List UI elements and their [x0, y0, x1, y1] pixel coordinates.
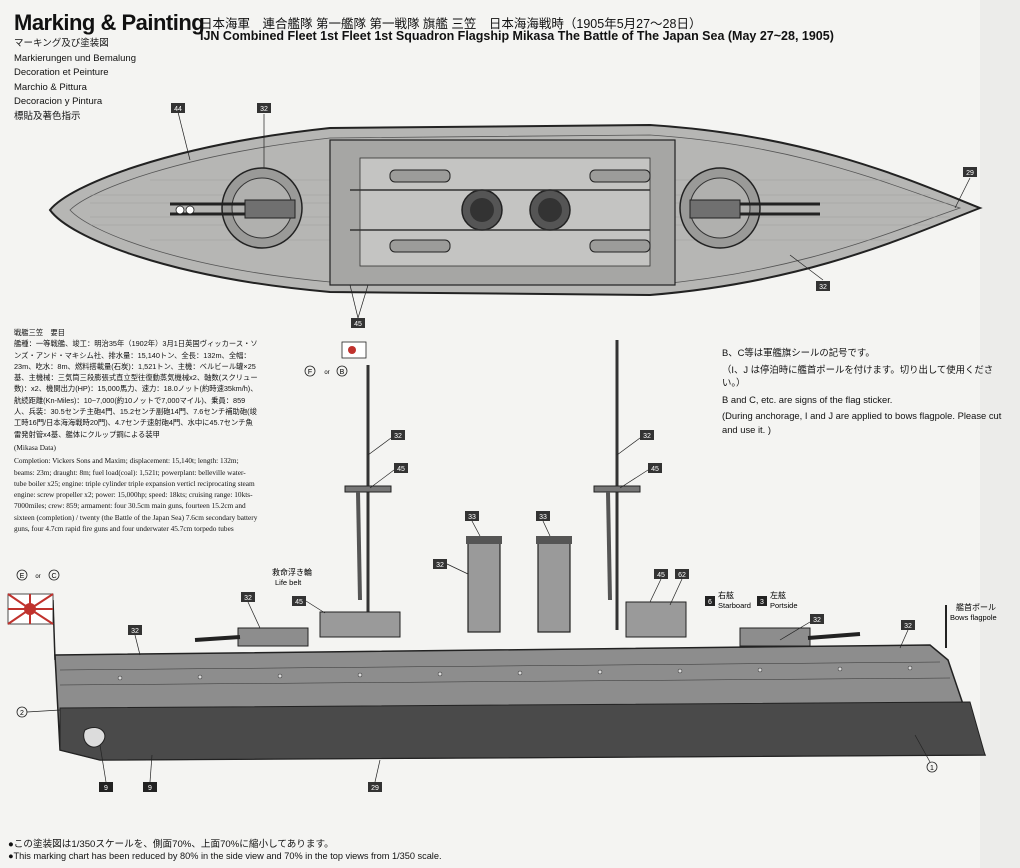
flag-symbol-E-or-C: E or C: [16, 569, 60, 581]
stern-flag: [7, 593, 56, 661]
footer-en: ●This marking chart has been reduced by …: [8, 851, 442, 861]
side-callout-45-mast2: 45: [619, 463, 662, 489]
svg-text:or: or: [35, 574, 40, 580]
header-jp: 日本海軍 連合艦隊 第一艦隊 第一戦隊 旗艦 三笠 日本海海戦時（1905年5月…: [200, 17, 702, 31]
side-callout-45-bridge: 45: [649, 569, 668, 603]
side-callout-29: 29: [368, 759, 382, 792]
page-edge: [980, 0, 1020, 868]
top-callout-32b: 32: [789, 254, 830, 291]
svg-text:32: 32: [819, 284, 827, 291]
ship-data-jp-title: 戦艦三笠 要目: [14, 328, 66, 337]
side-callout-33-funnel2: 33: [536, 511, 551, 537]
flagpole-label-en: Bows flagpole: [950, 613, 997, 622]
subtitle-list: マーキング及び塗装図 Markierungen und Bemalung Dec…: [14, 37, 136, 124]
svg-text:2: 2: [20, 710, 24, 717]
subtitle-it: Marchio & Pittura: [14, 81, 87, 93]
side-callout-62: 62: [669, 569, 689, 606]
note-jp-2: （I、J は停泊時に艦首ポールを付けます。切り出して使用ください。）: [722, 363, 994, 389]
ship-data-jp-body: 艦種：一等戦艦、竣工：明治35年（1902年）3月1日英国ヴィッカース・ソンズ・…: [14, 339, 258, 439]
svg-text:32: 32: [904, 623, 912, 630]
side-callout-1: 1: [914, 734, 938, 773]
svg-text:32: 32: [394, 433, 402, 440]
side-callout-33-funnel1: 33: [465, 511, 481, 537]
svg-text:45: 45: [651, 466, 659, 473]
ship-data-block: 戦艦三笠 要目 艦種：一等戦艦、竣工：明治35年（1902年）3月1日英国ヴィッ…: [14, 327, 258, 534]
svg-text:32: 32: [131, 628, 139, 635]
side-callout-2: 2: [16, 706, 61, 718]
side-callout-32-mast1: 32: [367, 430, 405, 456]
life-belt-label-jp: 救命浮き輪: [272, 567, 312, 577]
svg-text:9: 9: [148, 785, 152, 792]
page-title: Marking & Painting: [14, 10, 205, 35]
side-callout-32-aft: 32: [241, 592, 261, 629]
side-callout-9a: 9: [99, 744, 113, 792]
svg-text:29: 29: [966, 170, 974, 177]
svg-text:45: 45: [657, 572, 665, 579]
svg-text:E: E: [20, 573, 25, 580]
subtitle-jp: マーキング及び塗装図: [14, 38, 109, 49]
starboard-label-en: Starboard: [718, 601, 751, 610]
side-view-drawing: F or B E or C 救命浮き輪 Life belt 6 右舷 Starb…: [7, 340, 997, 792]
side-callout-32-mast2: 32: [616, 430, 654, 456]
svg-text:32: 32: [260, 106, 268, 113]
svg-text:45: 45: [354, 321, 362, 328]
svg-text:32: 32: [436, 562, 444, 569]
svg-text:or: or: [324, 370, 329, 376]
svg-text:C: C: [51, 573, 56, 580]
note-jp-1: B、C等は軍艦旗シールの記号です。: [722, 347, 875, 358]
svg-text:6: 6: [708, 599, 712, 606]
flag-symbol-F-or-B: F or B: [304, 365, 348, 377]
top-view-drawing: 44 32 29 32 45: [48, 103, 983, 328]
side-callout-32-bow: 32: [899, 620, 915, 649]
svg-text:3: 3: [760, 599, 764, 606]
top-callout-44: 44: [171, 103, 191, 161]
subtitle-fr: Decoration et Peinture: [14, 67, 109, 78]
starboard-label-jp: 右舷: [718, 590, 734, 600]
side-callout-45-mast1: 45: [369, 463, 408, 489]
side-callout-32-funnel: 32: [433, 559, 469, 575]
top-callout-45: 45: [349, 284, 369, 328]
ship-data-en-body: Completion: Vickers Sons and Maxim; disp…: [14, 456, 258, 534]
footer-jp: ●この塗装図は1/350スケールを、側面70%、上面70%に縮小してあります。: [8, 839, 334, 850]
side-callout-32-stern: 32: [128, 625, 142, 656]
portside-label-jp: 左舷: [770, 590, 786, 600]
svg-text:1: 1: [930, 765, 934, 772]
subtitle-de: Markierungen und Bemalung: [14, 52, 136, 64]
svg-text:32: 32: [813, 617, 821, 624]
svg-text:33: 33: [468, 514, 476, 521]
svg-text:32: 32: [643, 433, 651, 440]
note-en-2: (During anchorage, I and J are applied t…: [722, 410, 1002, 435]
svg-text:62: 62: [678, 572, 686, 579]
side-callout-9b: 9: [143, 754, 157, 792]
svg-text:9: 9: [104, 785, 108, 792]
svg-text:45: 45: [397, 466, 405, 473]
svg-text:44: 44: [174, 106, 182, 113]
header-en: IJN Combined Fleet 1st Fleet 1st Squadro…: [200, 29, 834, 43]
svg-text:F: F: [308, 369, 312, 376]
svg-text:45: 45: [295, 599, 303, 606]
subtitle-cn: 標貼及著色指示: [14, 110, 81, 122]
svg-text:B: B: [340, 369, 345, 376]
mast-flag: [341, 341, 367, 359]
side-callout-32-fwd: 32: [779, 614, 824, 641]
life-belt-label-en: Life belt: [275, 578, 302, 587]
flag-notes: B、C等は軍艦旗シールの記号です。 （I、J は停泊時に艦首ポールを付けます。切…: [722, 346, 1002, 440]
subtitle-es: Decoracion y Pintura: [14, 96, 103, 107]
flagpole-label-jp: 艦首ポール: [956, 602, 996, 612]
svg-text:32: 32: [244, 595, 252, 602]
svg-text:29: 29: [371, 785, 379, 792]
side-callout-45-lifebelt: 45: [292, 596, 326, 614]
ship-data-en-title: (Mikasa Data): [14, 442, 56, 452]
note-en-1: B and C, etc. are signs of the flag stic…: [722, 393, 893, 405]
top-callout-29: 29: [954, 167, 977, 209]
portside-label-en: Portside: [770, 601, 798, 610]
svg-text:33: 33: [539, 514, 547, 521]
top-callout-32a: 32: [257, 103, 271, 168]
